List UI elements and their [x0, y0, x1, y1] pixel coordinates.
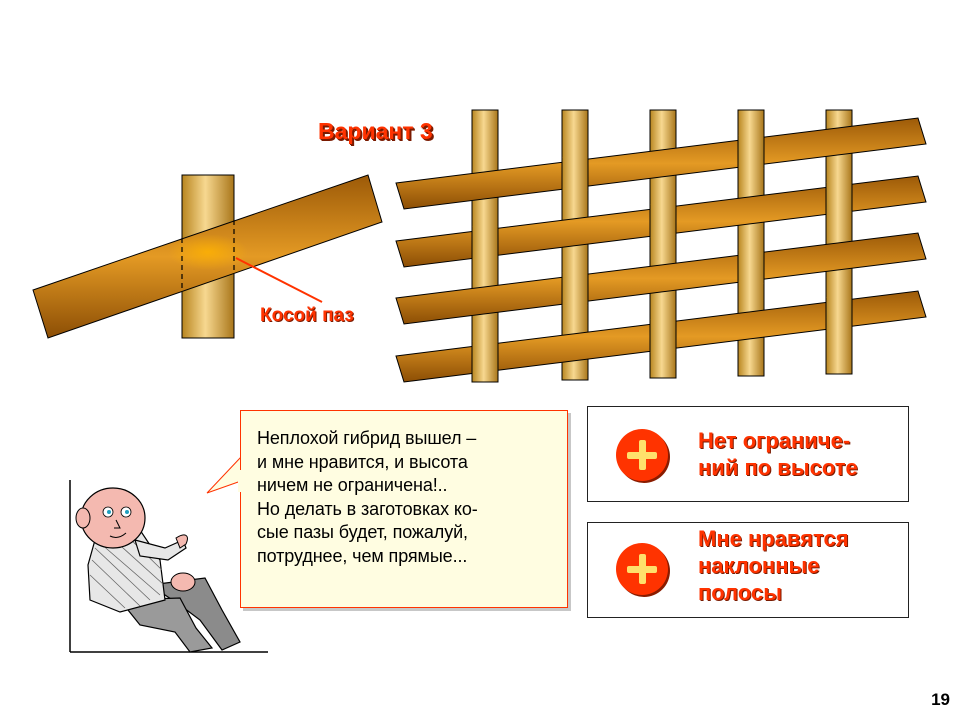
- lattice-post-over: [738, 250, 764, 284]
- pro-text-1: Нет ограниче- ний по высоте: [698, 428, 858, 480]
- lattice-post-over: [826, 297, 852, 331]
- lattice-post-over: [562, 157, 588, 191]
- diagram-title: Вариант 3: [318, 118, 433, 144]
- page-number: 19: [931, 690, 950, 709]
- lattice-post-over: [472, 341, 498, 375]
- pro-box-2: Мне нравятся наклонные полосы: [587, 522, 909, 618]
- pro-text-2: Мне нравятся наклонные полосы: [698, 526, 849, 605]
- plus-icon: [616, 429, 668, 481]
- person-figure: [69, 480, 268, 653]
- lattice-post-over: [650, 204, 676, 238]
- speech-text: Неплохой гибрид вышел – и мне нравится, …: [257, 428, 478, 566]
- lattice-post-over: [650, 319, 676, 353]
- plus-icon: [616, 543, 668, 595]
- lattice-post-over: [738, 135, 764, 169]
- speech-bubble: Неплохой гибрид вышел – и мне нравится, …: [240, 410, 568, 608]
- lattice-post-over: [826, 182, 852, 216]
- single-joint: [32, 174, 383, 339]
- lattice-post-over: [562, 272, 588, 306]
- slot-pointer-line: [235, 257, 323, 303]
- slot-label: Косой паз: [260, 305, 354, 326]
- pro-box-1: Нет ограниче- ний по высоте: [587, 406, 909, 502]
- lattice-post-over: [472, 226, 498, 260]
- woven-lattice: [395, 109, 927, 383]
